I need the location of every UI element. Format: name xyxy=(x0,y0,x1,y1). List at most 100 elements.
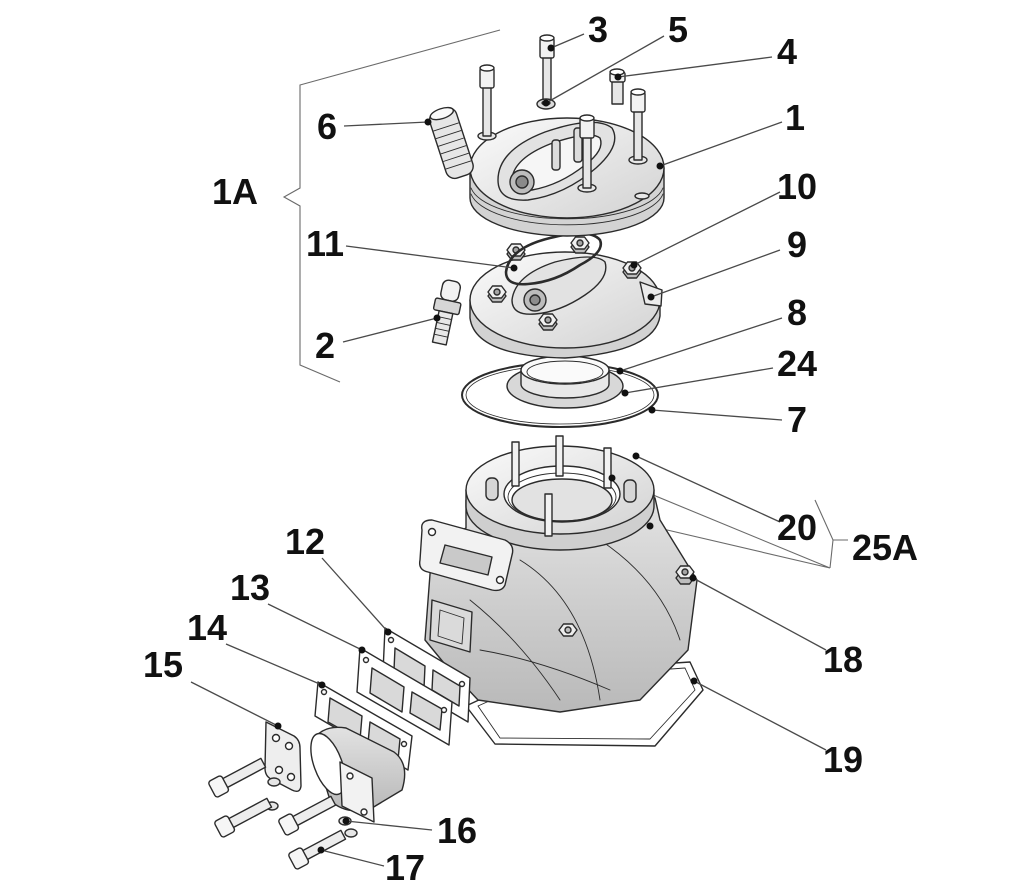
leader-dot-25a-top xyxy=(608,474,616,482)
transfer-port xyxy=(485,477,499,501)
cylinder-stud xyxy=(511,441,520,487)
temperature-sensor xyxy=(428,106,474,180)
cylinder-base-nut xyxy=(675,565,695,585)
reed-gasket-inner xyxy=(314,681,413,771)
leader-dot-4 xyxy=(614,73,622,81)
squish-ring xyxy=(506,355,624,409)
plate-nut xyxy=(487,285,507,303)
leader-dot-8 xyxy=(616,367,624,375)
leader-dot-13 xyxy=(358,646,366,654)
cylinder-stud xyxy=(544,493,553,537)
callout-10: 10 xyxy=(777,166,817,207)
leader-dot-15 xyxy=(274,722,282,730)
cylinder xyxy=(418,435,698,713)
leader-16 xyxy=(345,820,433,831)
manifold-bolt xyxy=(214,797,273,838)
leader-15 xyxy=(190,681,279,727)
leader-lines xyxy=(190,33,827,867)
leader-dot-5 xyxy=(542,99,550,107)
callout-8: 8 xyxy=(787,292,807,333)
manifold-opening xyxy=(310,732,346,796)
leader-dot-18 xyxy=(689,574,697,582)
leader-19 xyxy=(693,680,827,751)
cylinder-assembly-brace xyxy=(611,477,848,569)
transfer-port xyxy=(623,479,637,503)
leader-24 xyxy=(624,367,774,394)
callout-24: 24 xyxy=(777,343,817,384)
callout-1a: 1A xyxy=(212,171,258,212)
callout-7: 7 xyxy=(787,399,807,440)
callout-11: 11 xyxy=(306,223,344,264)
callout-18: 18 xyxy=(823,639,863,680)
callout-19: 19 xyxy=(823,739,863,780)
leader-dot-7 xyxy=(648,406,656,414)
leader-dot-16 xyxy=(342,817,350,825)
leader-11 xyxy=(345,245,515,269)
leader-1 xyxy=(659,121,783,167)
washer xyxy=(344,828,358,838)
leader-dot-20 xyxy=(632,452,640,460)
leader-4 xyxy=(617,56,773,78)
head-o-ring xyxy=(504,232,603,286)
plate-nut xyxy=(538,313,558,331)
callout-13: 13 xyxy=(230,567,270,608)
washer xyxy=(267,777,281,787)
leader-dot-14 xyxy=(318,681,326,689)
leader-dot-25a-side xyxy=(646,522,654,530)
intake-port xyxy=(429,599,473,653)
callout-4: 4 xyxy=(777,31,797,72)
leader-dot-2 xyxy=(433,314,441,322)
head-assembly-brace xyxy=(282,29,501,383)
callout-25a: 25A xyxy=(852,527,918,568)
callout-1: 1 xyxy=(785,97,805,138)
manifold-bolt xyxy=(278,795,337,836)
reed-gasket-outer xyxy=(382,627,471,723)
leader-20 xyxy=(635,455,781,523)
intake-manifold xyxy=(310,726,406,823)
leader-dot-9 xyxy=(647,293,655,301)
manifold-bolt xyxy=(208,757,267,798)
plate-nut xyxy=(622,261,642,279)
leader-10 xyxy=(633,191,781,266)
leader-dot-11 xyxy=(510,264,518,272)
leader-dot-10 xyxy=(630,261,638,269)
head-bolt xyxy=(539,34,555,103)
cylinder-liner xyxy=(511,478,613,522)
cylinder-stud xyxy=(603,447,612,489)
callout-16: 16 xyxy=(437,810,477,851)
callout-12: 12 xyxy=(285,521,325,562)
leader-dot-1 xyxy=(656,162,664,170)
callout-15: 15 xyxy=(143,644,183,685)
leader-5 xyxy=(545,35,665,104)
leader-18 xyxy=(692,577,827,651)
leader-9 xyxy=(650,249,781,298)
leader-12 xyxy=(321,557,389,633)
leader-3 xyxy=(550,33,585,49)
leader-6 xyxy=(343,121,429,127)
decompression-valve xyxy=(431,279,462,346)
leader-14 xyxy=(225,643,323,686)
exhaust-port xyxy=(439,544,493,576)
leader-dot-6 xyxy=(424,118,432,126)
plate-nut xyxy=(570,236,590,254)
leader-dot-17 xyxy=(317,846,325,854)
cylinder-stud xyxy=(555,435,564,477)
head-bolt-washer xyxy=(634,192,650,200)
callout-14: 14 xyxy=(187,607,227,648)
callout-labels: 3 5 4 1 6 1A 10 9 11 8 2 24 7 20 25A 12 … xyxy=(143,9,918,888)
callout-5: 5 xyxy=(668,9,688,50)
cylinder-nut xyxy=(558,623,578,637)
callout-17: 17 xyxy=(385,847,425,888)
head-bolt xyxy=(579,114,595,189)
callout-3: 3 xyxy=(588,9,608,50)
leader-dot-19 xyxy=(690,677,698,685)
head-bolt xyxy=(479,64,495,137)
leader-2 xyxy=(342,317,438,343)
callout-20: 20 xyxy=(777,507,817,548)
manifold-clamp-plate xyxy=(264,721,302,793)
leader-7 xyxy=(651,409,783,421)
leader-dot-3 xyxy=(547,44,555,52)
reed-valve-plate xyxy=(356,647,453,746)
cylinder-head xyxy=(469,117,665,237)
